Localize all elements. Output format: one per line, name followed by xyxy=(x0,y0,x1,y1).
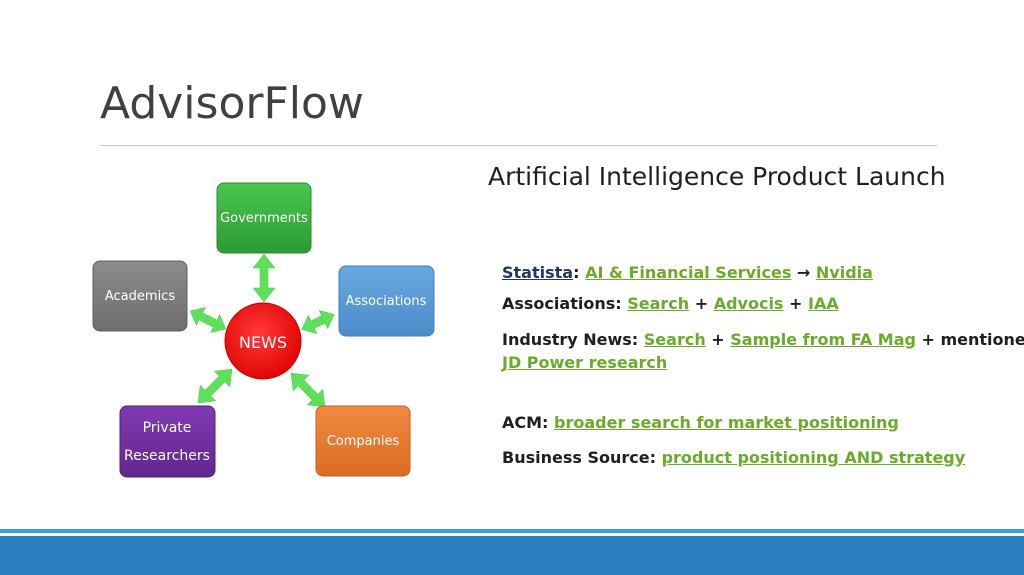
node-associations: Associations xyxy=(338,265,435,337)
business-source-line: Business Source: product positioning AND… xyxy=(502,446,965,469)
node-private-label-1: Private xyxy=(143,420,192,436)
node-academics-label: Academics xyxy=(105,289,175,304)
associations-plus-1: + xyxy=(694,294,709,313)
slide-subtitle: Artificial Intelligence Product Launch xyxy=(488,162,946,191)
arrow-companies xyxy=(290,372,326,408)
node-associations-label: Associations xyxy=(346,294,427,309)
statista-line: Statista: AI & Financial Services → Nvid… xyxy=(502,261,873,284)
news-center: NEWS xyxy=(224,302,302,380)
associations-search-link[interactable]: Search xyxy=(627,294,690,313)
slide-title: AdvisorFlow xyxy=(100,78,364,129)
arrow-governments xyxy=(252,253,276,303)
business-source-label: Business Source: xyxy=(502,448,656,467)
node-companies: Companies xyxy=(315,405,411,477)
arrow-right-icon: → xyxy=(796,263,811,282)
industry-news-line-2: JD Power research xyxy=(502,351,667,374)
acm-line: ACM: broader search for market positioni… xyxy=(502,411,899,434)
associations-plus-2: + xyxy=(789,294,803,313)
iaa-link[interactable]: IAA xyxy=(808,294,839,313)
acm-label: ACM: xyxy=(502,413,549,432)
industry-mentioned-text: + mentioned xyxy=(921,330,1024,349)
footer-accent-line xyxy=(0,529,1024,533)
node-academics: Academics xyxy=(92,260,188,332)
associations-line: Associations: Search + Advocis + IAA xyxy=(502,292,839,315)
node-private-label-2: Researchers xyxy=(124,448,210,464)
news-label: NEWS xyxy=(239,333,287,352)
industry-news-line: Industry News: Search + Sample from FA M… xyxy=(502,328,1024,351)
title-divider xyxy=(100,145,937,146)
node-companies-label: Companies xyxy=(327,434,400,449)
arrow-associations xyxy=(301,310,335,334)
jd-power-link[interactable]: JD Power research xyxy=(502,353,668,372)
industry-plus-1: + xyxy=(711,330,725,349)
advocis-link[interactable]: Advocis xyxy=(713,294,784,313)
node-governments-label: Governments xyxy=(220,211,308,226)
node-governments: Governments xyxy=(216,182,312,254)
product-positioning-link[interactable]: product positioning AND strategy xyxy=(661,448,966,467)
footer-band xyxy=(0,536,1024,575)
associations-label: Associations: xyxy=(502,294,622,313)
node-private-researchers: Private Researchers xyxy=(119,405,216,478)
news-sources-diagram: Governments Academics Associations Priva… xyxy=(92,182,435,478)
statista-link[interactable]: Statista xyxy=(502,263,574,282)
acm-broader-search-link[interactable]: broader search for market positioning xyxy=(554,413,899,432)
ai-financial-services-link[interactable]: AI & Financial Services xyxy=(585,263,792,282)
arrow-private-researchers xyxy=(197,368,233,404)
statista-sep: : xyxy=(573,263,580,282)
nvidia-link[interactable]: Nvidia xyxy=(815,263,873,282)
fa-mag-sample-link[interactable]: Sample from FA Mag xyxy=(730,330,916,349)
industry-search-link[interactable]: Search xyxy=(643,330,706,349)
arrow-academics xyxy=(189,307,227,333)
industry-news-label: Industry News: xyxy=(502,330,639,349)
